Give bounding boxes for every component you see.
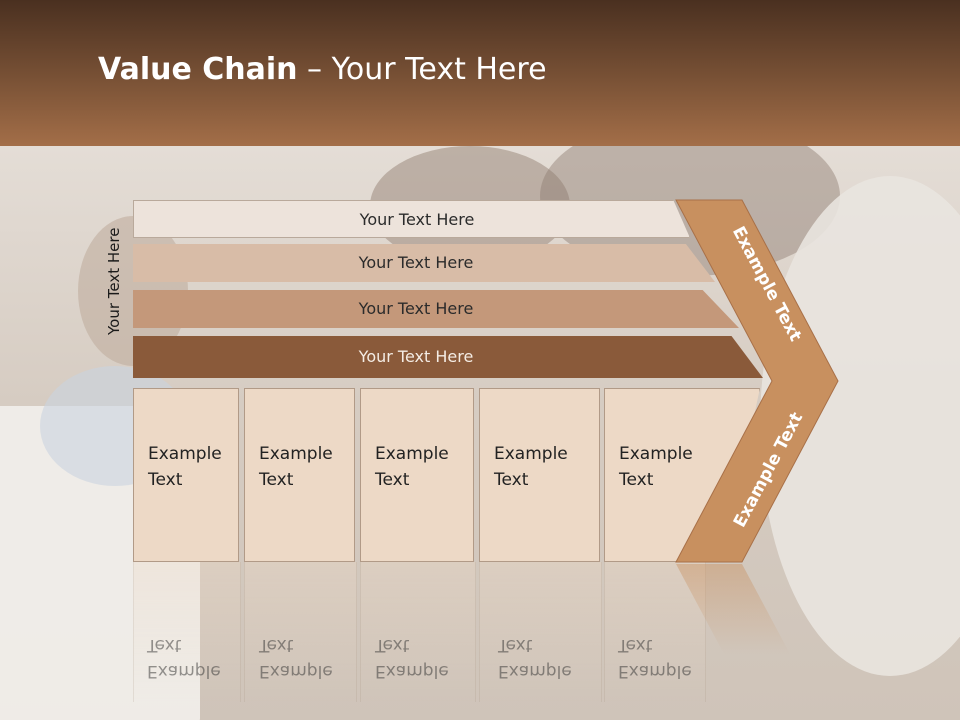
title-bold: Value Chain <box>98 52 298 87</box>
title-bar: Value Chain – Your Text Here <box>0 0 960 146</box>
support-bar-3: Your Text Here <box>133 290 739 328</box>
column-1-line1: Example <box>148 444 222 464</box>
column-5-line2: Text <box>619 470 654 490</box>
column-reflection-4 <box>479 562 602 702</box>
title-rest: – Your Text Here <box>297 52 547 87</box>
column-2-line1: Example <box>259 444 333 464</box>
chevron-shape <box>675 199 839 563</box>
slide-title: Value Chain – Your Text Here <box>98 52 547 87</box>
column-reflection-2 <box>244 562 357 702</box>
support-bar-3-label: Your Text Here <box>358 299 474 318</box>
column-3-line2: Text <box>375 470 410 490</box>
support-bar-2: Your Text Here <box>133 244 715 282</box>
column-2-line2: Text <box>259 470 294 490</box>
support-bar-4-label: Your Text Here <box>358 347 474 366</box>
chevron-reflection <box>676 564 790 654</box>
support-bar-1-label: Your Text Here <box>359 210 475 229</box>
column-5-line1: Example <box>619 444 693 464</box>
column-reflection-3 <box>360 562 476 702</box>
support-bar-1: Your Text Here <box>133 200 690 238</box>
column-3-line1: Example <box>375 444 449 464</box>
column-1-line2: Text <box>148 470 183 490</box>
column-4-line1: Example <box>494 444 568 464</box>
column-4-line2: Text <box>494 470 529 490</box>
support-bar-4: Your Text Here <box>133 336 763 378</box>
support-bar-2-label: Your Text Here <box>358 253 474 272</box>
column-reflection-1 <box>133 562 241 702</box>
